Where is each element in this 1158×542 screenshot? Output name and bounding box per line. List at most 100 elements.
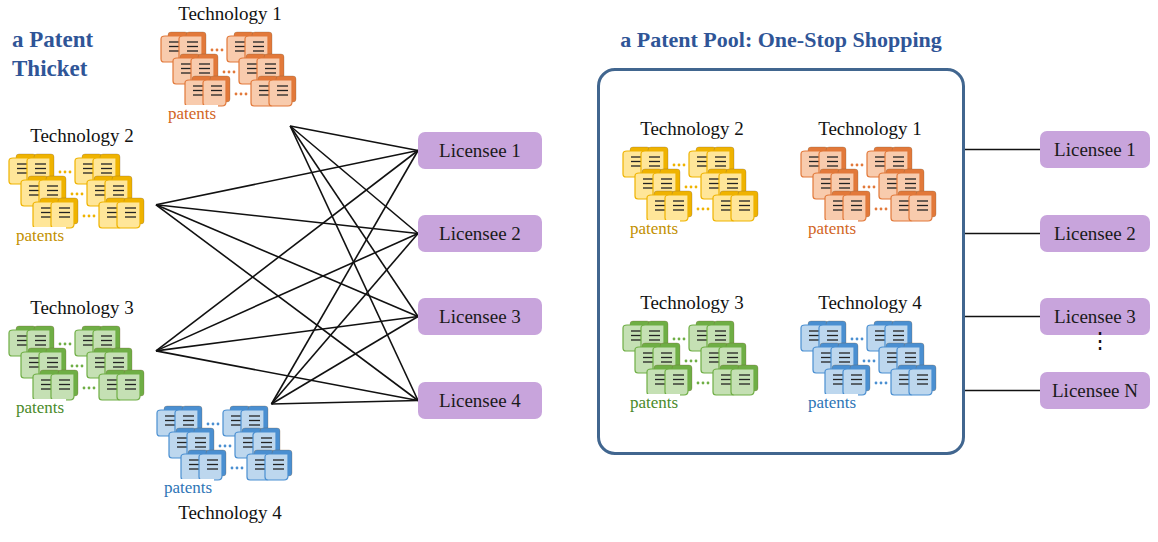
- text-line: [17, 335, 28, 336]
- patent-sheet: [731, 195, 754, 221]
- text-line: [59, 384, 70, 385]
- text-line: [631, 165, 642, 166]
- ellipsis-dot: [245, 93, 248, 96]
- text-line: [83, 168, 94, 169]
- text-line: [631, 330, 642, 331]
- ellipsis-dot: [59, 343, 62, 346]
- text-line: [265, 72, 276, 73]
- text-line: [169, 50, 180, 51]
- ellipsis-dot: [233, 71, 236, 74]
- ellipsis-dot: [678, 338, 681, 341]
- connector-line: [156, 205, 418, 401]
- text-line: [95, 190, 106, 191]
- text-line: [809, 335, 820, 336]
- text-line: [273, 464, 284, 465]
- ellipsis-dot: [76, 365, 79, 368]
- text-line: [83, 335, 94, 336]
- ellipsis-dot: [885, 208, 888, 211]
- text-line: [169, 41, 180, 42]
- text-line: [183, 420, 194, 421]
- text-line: [875, 339, 886, 340]
- text-line: [177, 446, 188, 447]
- patents-label: patents: [628, 394, 680, 413]
- patents-label: patents: [14, 227, 66, 246]
- patent-stack: [8, 152, 156, 232]
- text-line: [833, 383, 844, 384]
- connector-line: [271, 151, 418, 405]
- text-line: [727, 187, 738, 188]
- text-line: [35, 335, 46, 336]
- connector-line: [156, 151, 418, 351]
- text-line: [107, 207, 118, 208]
- text-line: [821, 178, 832, 179]
- text-line: [253, 50, 264, 51]
- ellipsis-dot: [211, 49, 214, 52]
- licensee-label: Licensee 1: [439, 140, 521, 162]
- text-line: [661, 352, 672, 353]
- text-line: [169, 46, 180, 47]
- text-line: [181, 63, 192, 64]
- ellipsis-dot: [868, 186, 871, 189]
- text-line: [839, 357, 850, 358]
- connector-line: [156, 317, 418, 351]
- pool-heading: a Patent Pool: One-Stop Shopping: [620, 27, 942, 53]
- text-line: [833, 374, 844, 375]
- text-line: [673, 383, 684, 384]
- text-line: [905, 361, 916, 362]
- text-line: [715, 165, 726, 166]
- ellipsis-dot: [76, 193, 79, 196]
- ellipsis-dot: [861, 338, 864, 341]
- text-line: [101, 168, 112, 169]
- patent-sheet: [665, 369, 688, 395]
- text-line: [187, 41, 198, 42]
- ellipsis-dot: [851, 164, 854, 167]
- ellipsis-dot: [683, 164, 686, 167]
- text-line: [125, 379, 136, 380]
- ellipsis-dot: [69, 171, 72, 174]
- ellipsis-dot: [88, 387, 91, 390]
- text-line: [47, 362, 58, 363]
- text-line: [661, 187, 672, 188]
- patent-sheet: [117, 202, 140, 228]
- ellipsis-dot: [235, 93, 238, 96]
- patent-sheet: [843, 195, 866, 221]
- text-line: [643, 361, 654, 362]
- text-line: [887, 352, 898, 353]
- text-line: [821, 361, 832, 362]
- connector: [271, 151, 418, 405]
- text-line: [231, 420, 242, 421]
- ellipsis-dot: [875, 382, 878, 385]
- ellipsis-dot: [697, 208, 700, 211]
- licensee-label: Licensee 2: [439, 223, 521, 245]
- text-line: [827, 330, 838, 331]
- text-line: [721, 383, 732, 384]
- technology-label: Technology 3: [30, 297, 134, 319]
- text-line: [47, 190, 58, 191]
- licensee-box: Licensee 2: [418, 215, 542, 252]
- text-line: [697, 161, 708, 162]
- connector-line: [965, 233, 1040, 235]
- text-line: [839, 187, 850, 188]
- text-line: [35, 168, 46, 169]
- connector-line: [156, 151, 418, 205]
- ellipsis-dot: [207, 423, 210, 426]
- technology-label: Technology 4: [818, 292, 922, 314]
- technology-cluster: Technology 1patents: [800, 145, 940, 241]
- text-line: [727, 352, 738, 353]
- text-line: [643, 183, 654, 184]
- text-line: [709, 178, 720, 179]
- licensee-box: Licensee 1: [1040, 131, 1150, 168]
- text-line: [875, 161, 886, 162]
- licensee-box: Licensee 1: [418, 132, 542, 169]
- patent-sheet: [269, 80, 292, 106]
- text-line: [187, 50, 198, 51]
- text-line: [661, 178, 672, 179]
- text-line: [207, 464, 218, 465]
- text-line: [893, 339, 904, 340]
- text-line: [631, 335, 642, 336]
- text-line: [851, 205, 862, 206]
- text-line: [655, 379, 666, 380]
- text-line: [125, 212, 136, 213]
- text-line: [917, 209, 928, 210]
- technology-cluster: Technology 2patents: [8, 152, 156, 248]
